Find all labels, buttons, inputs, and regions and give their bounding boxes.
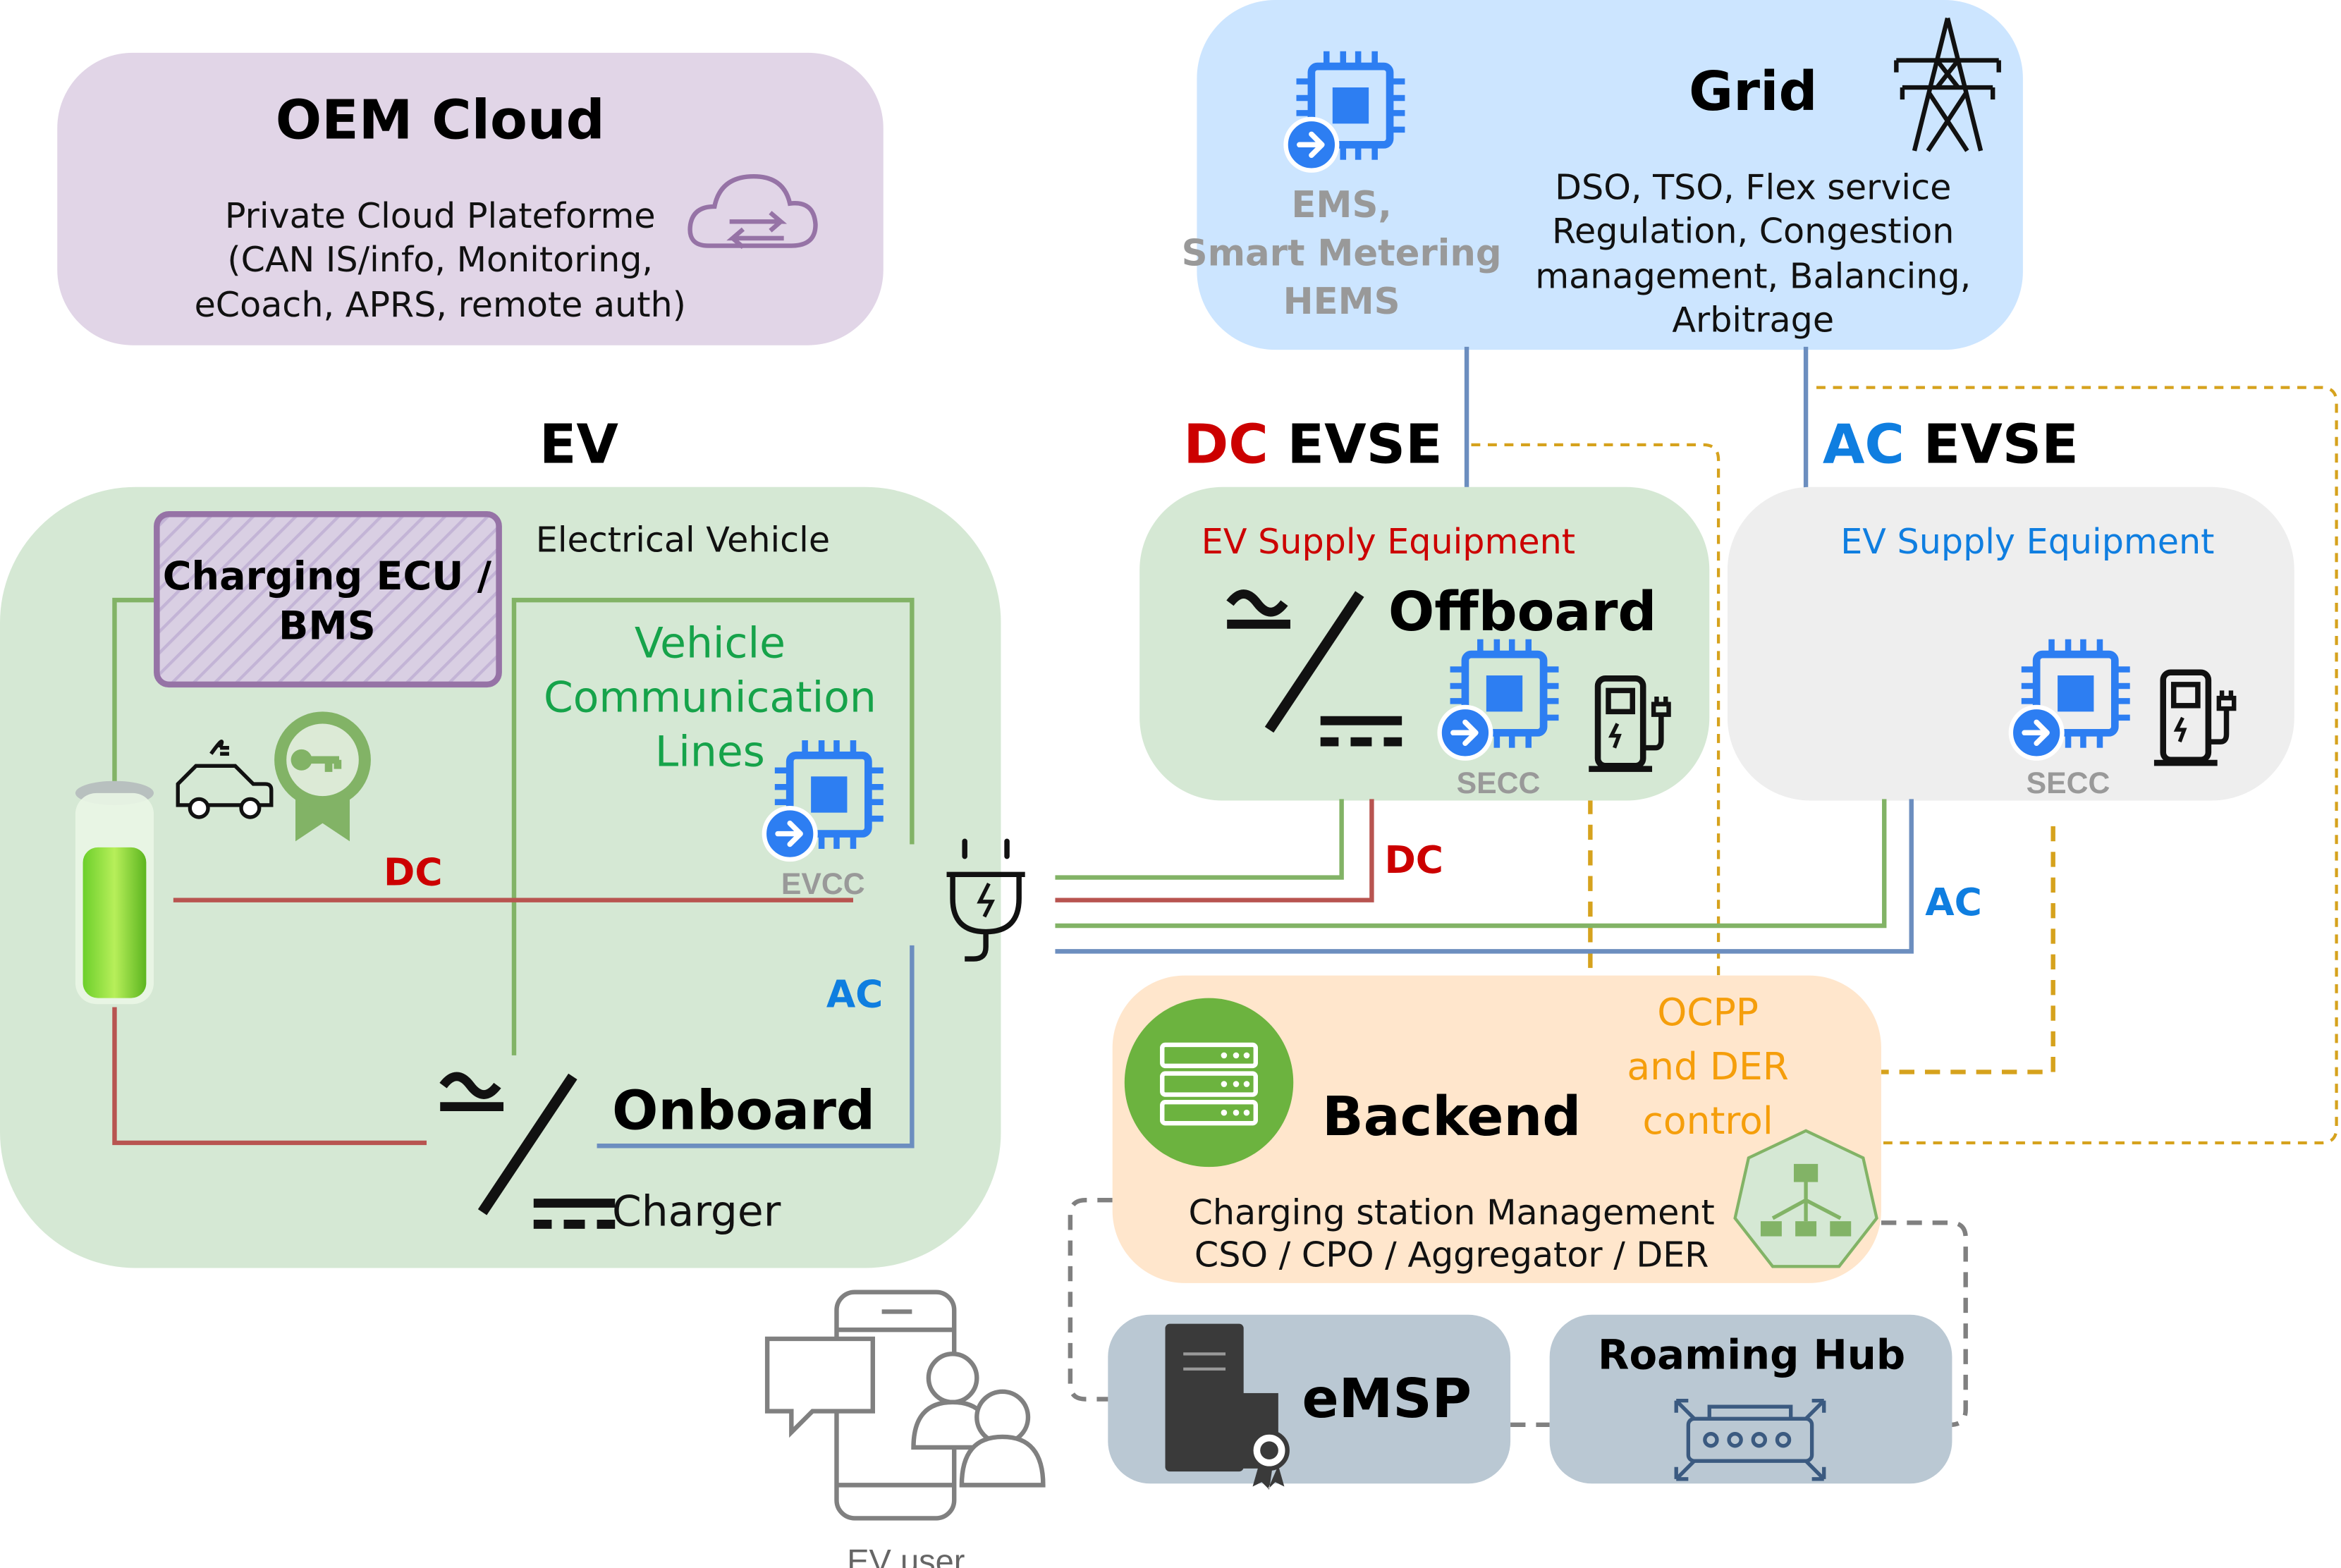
emsp-title: eMSP — [1302, 1368, 1472, 1431]
certificate-key-icon — [274, 711, 371, 842]
network-hub-icon — [1674, 1398, 1826, 1481]
dc-secc-label: SECC — [1457, 766, 1541, 800]
ems-label-2: Smart Metering — [1182, 232, 1502, 274]
ems-label-3: HEMS — [1283, 281, 1400, 323]
ac-evse-title-suffix: EVSE — [1905, 413, 2079, 476]
vehicle-comm-2: Communication — [544, 673, 876, 722]
grid-box: EMS, Smart Metering HEMS Grid DSO, TSO, … — [1182, 0, 2023, 350]
dc-evse-title-suffix: EVSE — [1269, 413, 1443, 476]
ocpp-label-3: control — [1643, 1098, 1773, 1143]
vehicle-comm-1: Vehicle — [635, 618, 786, 668]
grid-desc-3: management, Balancing, — [1535, 255, 1971, 296]
grid-title: Grid — [1689, 61, 1818, 123]
ev-ac-label: AC — [826, 972, 884, 1016]
grid-desc-4: Arbitrage — [1672, 299, 1834, 340]
ac-evse-title: AC EVSE — [1823, 413, 2079, 476]
ev-dc-label: DC — [384, 850, 443, 894]
dc-link-label: DC — [1384, 838, 1443, 882]
server-rack-icon — [1124, 998, 1294, 1168]
ac-evse-box — [1727, 486, 2294, 801]
evse-cables — [1055, 799, 1914, 954]
dc-evse-supply: EV Supply Equipment — [1202, 521, 1575, 562]
ems-label-1: EMS, — [1291, 184, 1392, 226]
backend-box — [1112, 975, 1881, 1283]
ac-link-label: AC — [1925, 880, 1982, 924]
phone-users-icon — [764, 1290, 1046, 1521]
ev-user-label: EV user — [847, 1542, 965, 1568]
ac-secc-label: SECC — [2027, 766, 2110, 800]
oem-cloud-line-2: (CAN IS/info, Monitoring, — [227, 239, 653, 280]
plug-icon — [946, 838, 1025, 962]
cloud-sync-icon — [687, 173, 818, 250]
grid-desc-1: DSO, TSO, Flex service — [1555, 166, 1951, 207]
oem-cloud-line-3: eCoach, APRS, remote auth) — [195, 284, 686, 325]
power-pylon-icon — [1894, 17, 2001, 152]
oem-cloud-title: OEM Cloud — [276, 90, 605, 152]
ac-evse-supply: EV Supply Equipment — [1840, 521, 2214, 562]
dc-evse-box — [1139, 486, 1710, 801]
roaming-hub-title: Roaming Hub — [1598, 1331, 1905, 1379]
backend-title: Backend — [1322, 1086, 1581, 1149]
ecu-label-1: Charging ECU / — [163, 553, 492, 599]
offboard-label: Offboard — [1388, 581, 1657, 644]
ac-evse-title-prefix: AC — [1823, 413, 1905, 476]
ecu-label-2: BMS — [279, 604, 376, 649]
grid-desc-2: Regulation, Congestion — [1552, 210, 1954, 251]
connector-lines — [1068, 346, 2338, 1428]
ev-subtitle: Electrical Vehicle — [536, 520, 830, 561]
ocpp-label-1: OCPP — [1657, 990, 1759, 1034]
ev-section-title: EV — [539, 413, 619, 476]
backend-desc-1: Charging station Management — [1189, 1192, 1715, 1232]
onboard-label: Onboard — [612, 1080, 875, 1143]
oem-cloud-line-1: Private Cloud Plateforme — [225, 195, 656, 236]
charging-ecu-bms: Charging ECU / BMS — [154, 510, 502, 688]
evcc-label: EVCC — [781, 867, 865, 901]
ocpp-label-2: and DER — [1627, 1044, 1789, 1089]
oem-cloud-box: OEM Cloud Private Cloud Plateforme (CAN … — [57, 52, 884, 345]
battery-icon — [75, 780, 154, 1005]
charger-label: Charger — [612, 1187, 781, 1237]
vehicle-comm-3: Lines — [655, 727, 765, 776]
ev-car-icon — [176, 740, 274, 819]
ev-internal-lines — [112, 597, 915, 1149]
server-certificate-icon — [1165, 1323, 1290, 1490]
hierarchy-icon — [1733, 1129, 1878, 1268]
roaming-hub-box — [1549, 1314, 1952, 1484]
dc-evse-title-prefix: DC — [1183, 413, 1268, 476]
backend-desc-2: CSO / CPO / Aggregator / DER — [1194, 1234, 1709, 1275]
dc-evse-title: DC EVSE — [1183, 413, 1442, 476]
